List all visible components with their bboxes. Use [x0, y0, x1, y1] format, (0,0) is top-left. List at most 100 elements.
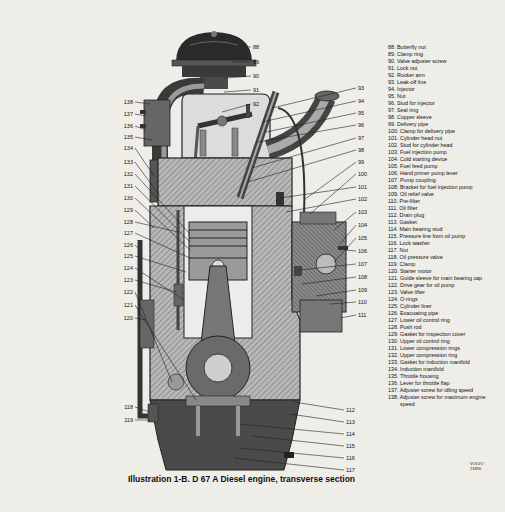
parts-list-entry: 119. Clamp — [388, 261, 500, 268]
caption: Illustration 1-B. D 67 A Diesel engine, … — [128, 474, 355, 484]
cylinder-block — [150, 206, 300, 400]
leader-line — [340, 315, 356, 318]
callout-number: 92 — [253, 101, 259, 107]
leader-line — [135, 280, 176, 292]
leader-line — [135, 268, 184, 300]
callout-number: 108 — [358, 274, 367, 280]
crankshaft — [186, 336, 250, 400]
leader-line — [135, 407, 150, 412]
callout-number: 103 — [358, 209, 367, 215]
parts-list-entry: 134. Induction manifold — [388, 366, 500, 373]
parts-list-entry: 137. Adjuster screw for idling speed — [388, 387, 500, 394]
callout-number: 128 — [117, 219, 133, 225]
parts-list-entry: 88. Butterfly nut — [388, 44, 500, 51]
leader-line — [248, 150, 356, 182]
callout-number: 119 — [117, 417, 133, 423]
leader-line — [316, 290, 356, 296]
leader-line — [224, 90, 251, 92]
callout-number: 124 — [117, 265, 133, 271]
leader-line — [310, 174, 356, 214]
parts-list-entry: 120. Starter motor — [388, 268, 500, 275]
parts-list-entry: 131. Lower compression rings — [388, 345, 500, 352]
callout-number: 111 — [358, 312, 366, 318]
leader-line — [135, 114, 146, 116]
parts-list-entry: 110. Pre-filter — [388, 198, 500, 205]
callout-number: 135 — [117, 134, 133, 140]
parts-list-entry: 97. Seal ring — [388, 107, 500, 114]
parts-list-entry: 129. Gasket for inspection cover — [388, 331, 500, 338]
evacuating-pipe — [140, 240, 158, 422]
parts-list-entry: 109. Oil relief valve — [388, 191, 500, 198]
callout-number: 88 — [253, 44, 259, 50]
callout-number: 125 — [117, 253, 133, 259]
callout-number: 123 — [117, 277, 133, 283]
leader-line — [330, 302, 356, 304]
parts-list-entry: 128. Push rod — [388, 324, 500, 331]
parts-list-entry: 91. Lock nut — [388, 65, 500, 72]
leader-line — [334, 212, 356, 230]
callout-number: 118 — [117, 404, 133, 410]
leader-line — [234, 458, 344, 470]
leader-line — [135, 233, 190, 258]
callout-number: 120 — [117, 315, 133, 321]
parts-list-entry: 94. Injector — [388, 86, 500, 93]
callout-number: 132 — [117, 171, 133, 177]
parts-list-entry: 133. Gasket for induction manifold — [388, 359, 500, 366]
callout-number: 104 — [358, 222, 367, 228]
parts-list-entry: 114. Main bearing stud — [388, 226, 500, 233]
callout-number: 115 — [346, 443, 355, 449]
parts-list-entry: 90. Valve adjuster screw — [388, 58, 500, 65]
leader-line — [252, 436, 344, 446]
parts-list-entry: 99. Delivery pipe — [388, 121, 500, 128]
parts-list: 88. Butterfly nut89. Clamp ring90. Valve… — [388, 44, 500, 408]
callout-number: 138 — [117, 99, 133, 105]
callout-number: 100 — [358, 171, 367, 177]
callout-number: 102 — [358, 196, 367, 202]
callout-number: 112 — [346, 407, 355, 413]
parts-list-entry: 115. Pressure line from oil pump — [388, 233, 500, 240]
leader-line — [222, 104, 251, 112]
callout-number: 131 — [117, 183, 133, 189]
drawing-stamp: 21890 — [470, 466, 481, 471]
leader-line — [340, 225, 356, 244]
main-bearing-cap — [186, 396, 250, 406]
leader-line — [135, 305, 196, 400]
callout-number: 94 — [358, 98, 364, 104]
parts-list-entry: 113. Gasket — [388, 219, 500, 226]
callout-number: 126 — [117, 242, 133, 248]
leader-line — [135, 102, 150, 104]
cylinder-head — [158, 158, 292, 206]
parts-list-entry: 135. Throttle housing — [388, 373, 500, 380]
leader-line — [258, 125, 356, 142]
callout-number: 90 — [253, 73, 259, 79]
leader-line — [135, 210, 154, 228]
callout-number: 99 — [358, 159, 364, 165]
leader-line — [226, 76, 251, 78]
parts-list-entry: 96. Stud for injector — [388, 100, 500, 107]
leader-line — [135, 162, 160, 196]
leader-line — [135, 245, 140, 250]
parts-list-entry: 105. Fuel feed pump — [388, 163, 500, 170]
parts-list-entry: 124. O-rings — [388, 296, 500, 303]
parts-list-entry: 100. Clamp for delivery pipe — [388, 128, 500, 135]
leader-line — [252, 138, 356, 168]
leader-line — [135, 148, 154, 176]
parts-list-entry: 130. Upper oil control ring — [388, 338, 500, 345]
leader-line — [135, 292, 172, 382]
leader-line — [135, 420, 150, 421]
leader-line — [135, 126, 146, 130]
parts-list-entry: 127. Lower oil control ring — [388, 317, 500, 324]
fuel-injection-pump — [292, 212, 348, 332]
parts-list-entry: 108. Bracket for fuel injection pump — [388, 184, 500, 191]
leader-line — [135, 137, 152, 140]
callout-number: 106 — [358, 248, 367, 254]
oil-pump-gear — [168, 374, 184, 390]
leader-line — [300, 264, 356, 270]
callout-number: 93 — [358, 85, 364, 91]
parts-list-entry: 118. Oil pressure valve — [388, 254, 500, 261]
parts-list-entry: 107. Pump coupling — [388, 177, 500, 184]
parts-list-entry: 126. Evacuating pipe — [388, 310, 500, 317]
parts-list-entry: 121. Guide sleeve for main bearing cap — [388, 275, 500, 282]
parts-list-entry: 112. Drain plug — [388, 212, 500, 219]
parts-list-entry: 117. Nut — [388, 247, 500, 254]
